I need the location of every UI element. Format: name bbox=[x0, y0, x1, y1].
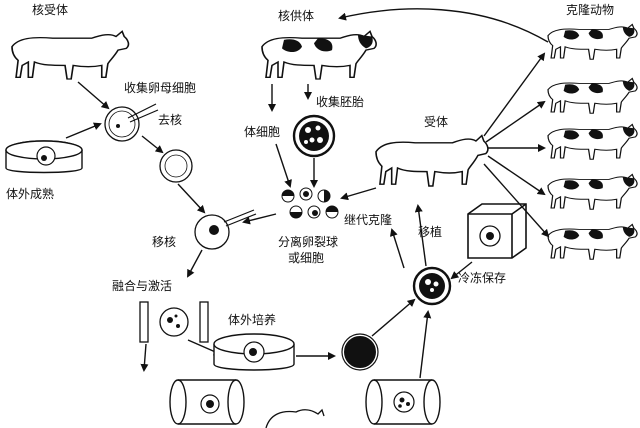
label-collect-embryo: 收集胚胎 bbox=[316, 94, 364, 109]
fusion-electrodes bbox=[139, 301, 209, 343]
cryo-box bbox=[467, 203, 527, 259]
arrow-clones-to-donor bbox=[338, 8, 549, 43]
label-in-vitro-maturation: 体外成熟 bbox=[6, 186, 54, 201]
label-nucleus-donor: 核供体 bbox=[278, 9, 314, 23]
arrow-cryo-to-transfer bbox=[450, 261, 473, 280]
label-cryopreservation: 冷冻保存 bbox=[458, 270, 506, 285]
arrow-transfer-to-recipient bbox=[414, 204, 427, 267]
cloned-cow-4 bbox=[548, 174, 637, 209]
culture-tube-left bbox=[169, 379, 245, 425]
arrow-transfer-serial bbox=[389, 228, 405, 269]
arrow-tube-to-transfer bbox=[419, 310, 432, 379]
nuclear-transfer-cell bbox=[194, 209, 257, 250]
cloned-cow-3 bbox=[548, 124, 637, 159]
recipient-cow bbox=[375, 134, 489, 187]
arrow-cow-to-oocyte bbox=[77, 81, 110, 110]
label-collect-oocyte: 收集卵母细胞 bbox=[124, 80, 196, 95]
collected-embryo bbox=[292, 114, 336, 158]
label-somatic-cell: 体细胞 bbox=[244, 125, 280, 139]
recipient-donor-cow-left bbox=[11, 30, 130, 80]
cloned-cow-5 bbox=[548, 224, 637, 259]
label-fusion-activation: 融合与激活 bbox=[112, 278, 172, 293]
arrow-fusion-to-tube bbox=[140, 343, 149, 372]
arrow-dish-to-oocyte bbox=[65, 122, 102, 139]
label-enucleate: 去核 bbox=[158, 113, 182, 127]
arrow-recipient-to-blastomeres bbox=[340, 187, 377, 201]
label-recipient: 受体 bbox=[424, 115, 448, 129]
label-in-vitro-culture: 体外培养 bbox=[228, 312, 276, 327]
arrow-to-nuclear-transfer bbox=[177, 183, 206, 214]
label-separate-blastomeres: 分离卵裂球 bbox=[278, 234, 338, 249]
cultured-embryo bbox=[341, 333, 379, 371]
arrow-to-fusion bbox=[187, 249, 203, 278]
oocyte-collection-cell bbox=[104, 103, 159, 142]
label-or-cells: 或细胞 bbox=[288, 251, 324, 265]
label-serial-cloning: 继代克隆 bbox=[344, 212, 392, 227]
arrow-somatic-to-blastomeres bbox=[275, 143, 292, 188]
arrow-blastomere-to-transfer bbox=[242, 213, 277, 225]
cloned-cow-1 bbox=[548, 24, 637, 59]
label-transplant: 移植 bbox=[418, 224, 442, 239]
transfer-embryo bbox=[412, 266, 452, 306]
culture-dish bbox=[213, 333, 295, 371]
arrow-embryo-to-transfer bbox=[371, 298, 416, 337]
label-nucleus-recipient: 核受体 bbox=[32, 3, 68, 17]
culture-tube-right bbox=[365, 379, 441, 425]
arrows-to-clones bbox=[483, 52, 550, 238]
blastomeres-group bbox=[281, 187, 339, 219]
label-cloned-animals: 克隆动物 bbox=[566, 2, 614, 17]
nucleus-donor-cow bbox=[262, 31, 376, 79]
arrow-to-enucleated bbox=[141, 135, 164, 154]
small-animal-sketch bbox=[265, 408, 325, 428]
maturation-dish bbox=[5, 140, 83, 174]
cloned-cow-2 bbox=[548, 78, 637, 113]
label-nuclear-transfer: 移核 bbox=[152, 235, 176, 249]
enucleated-oocyte bbox=[159, 149, 193, 183]
